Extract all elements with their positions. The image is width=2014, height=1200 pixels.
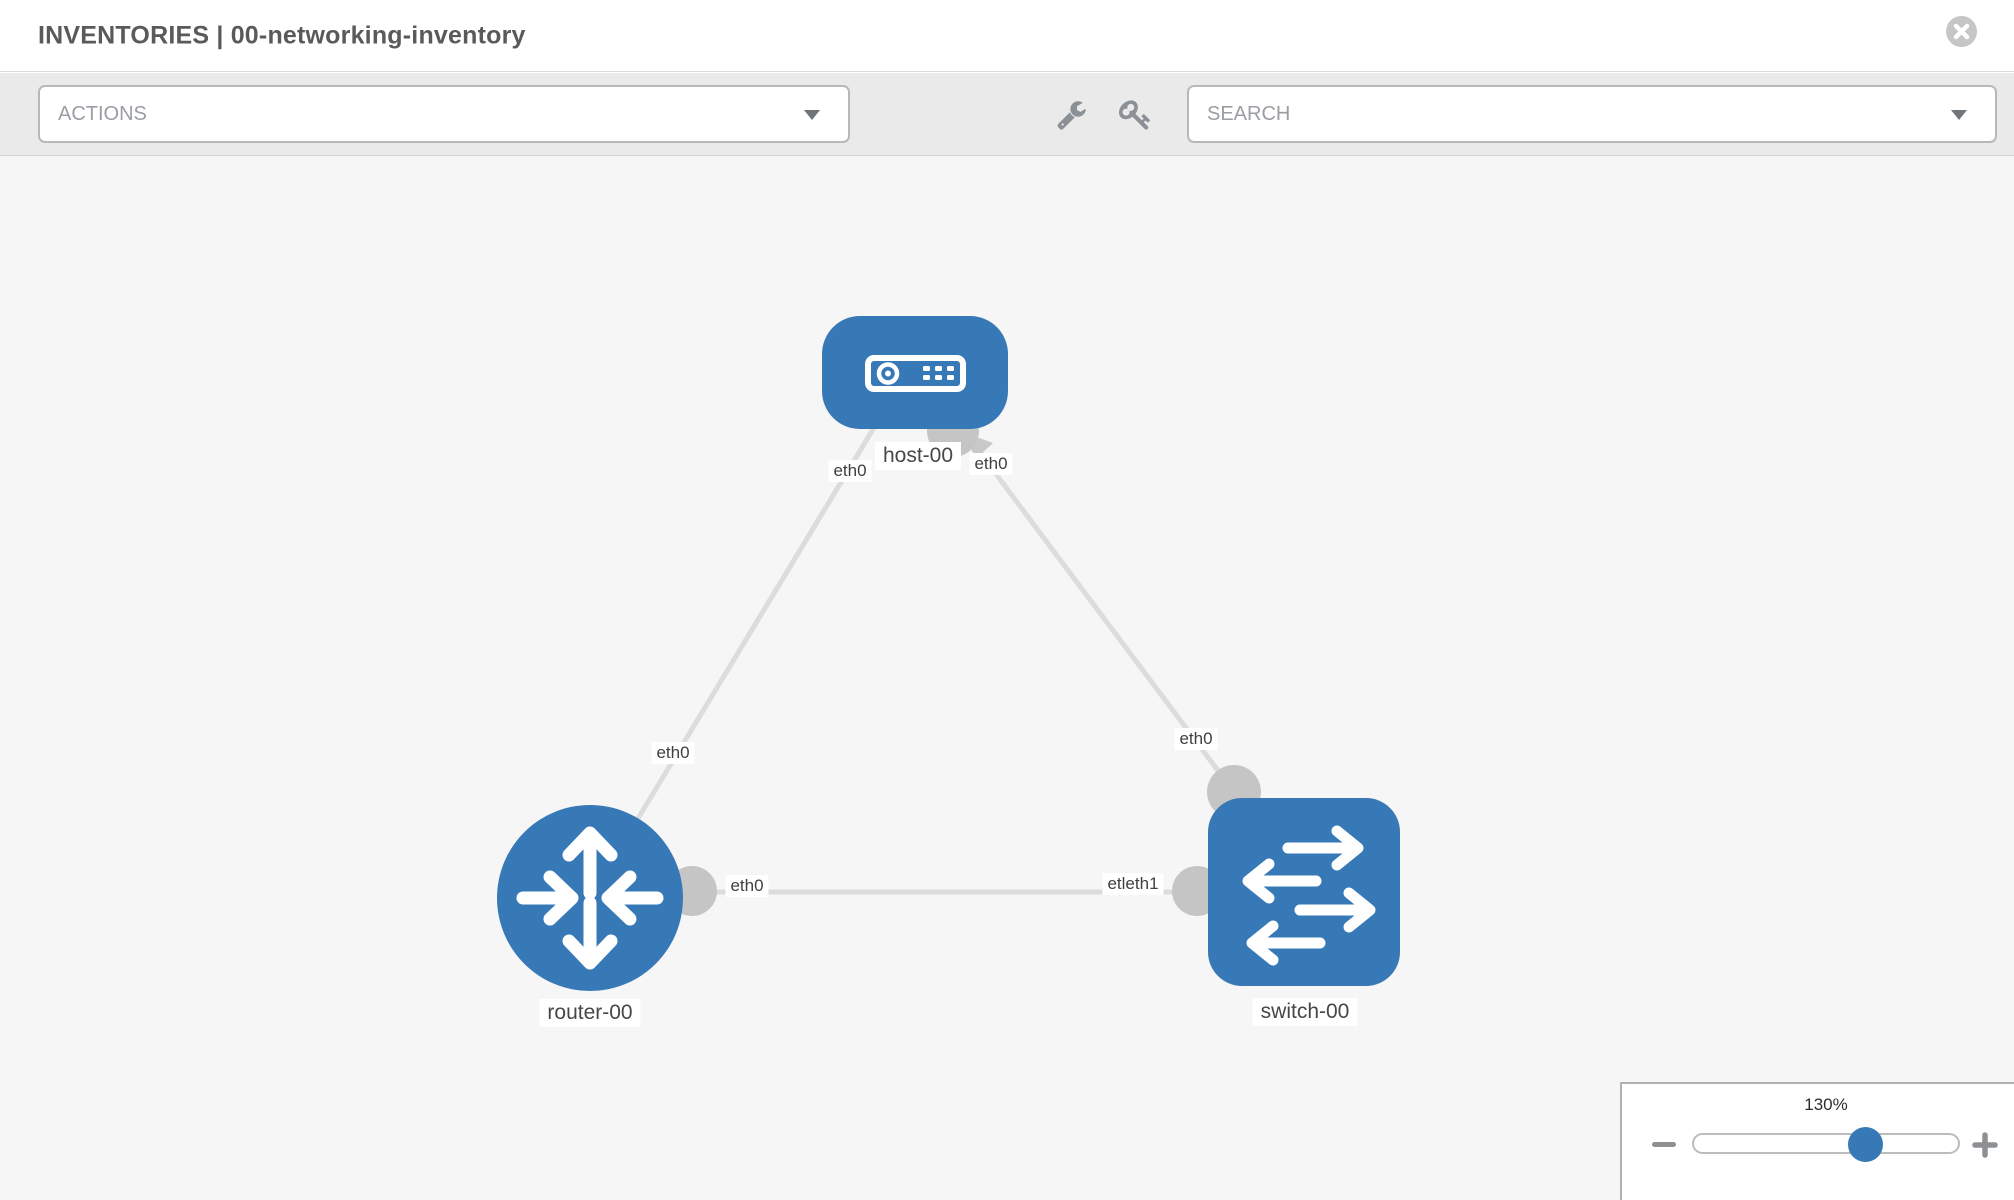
iface-label-router-right: eth0 bbox=[725, 875, 769, 897]
page-title: INVENTORIES | 00-networking-inventory bbox=[38, 21, 526, 49]
zoom-control-panel: 130% bbox=[1620, 1082, 2014, 1200]
key-icon[interactable] bbox=[1119, 98, 1152, 131]
node-router-00[interactable] bbox=[497, 805, 683, 991]
search-dropdown[interactable]: SEARCH bbox=[1187, 85, 1997, 143]
search-dropdown-label: SEARCH bbox=[1207, 102, 1291, 125]
close-button[interactable] bbox=[1946, 16, 1977, 47]
actions-dropdown-label: ACTIONS bbox=[58, 102, 147, 125]
node-label-router: router-00 bbox=[539, 999, 641, 1027]
topology-canvas[interactable]: host-00 router-00 switch-00 eth0 eth0 et… bbox=[0, 156, 2014, 1200]
router-icon bbox=[516, 826, 664, 970]
wrench-icon[interactable] bbox=[1056, 99, 1087, 130]
node-host-00[interactable] bbox=[822, 316, 1008, 429]
close-icon bbox=[1953, 23, 1970, 40]
iface-label-host-router-mid: eth0 bbox=[651, 742, 695, 764]
zoom-in-button[interactable] bbox=[1972, 1132, 1998, 1158]
zoom-slider-track[interactable] bbox=[1692, 1133, 1960, 1154]
iface-label-host-right: eth0 bbox=[969, 453, 1013, 475]
zoom-out-button[interactable] bbox=[1652, 1142, 1676, 1147]
iface-label-host-left: eth0 bbox=[828, 460, 872, 482]
chevron-down-icon bbox=[1951, 110, 1967, 120]
toolbar-icon-group bbox=[1056, 73, 1152, 156]
breadcrumb-header: INVENTORIES | 00-networking-inventory bbox=[0, 0, 2014, 72]
switch-icon bbox=[1242, 825, 1376, 966]
links-layer bbox=[587, 424, 1237, 900]
host-icon bbox=[865, 355, 966, 392]
node-switch-00[interactable] bbox=[1208, 798, 1400, 986]
chevron-down-icon bbox=[804, 110, 820, 120]
zoom-slider-handle[interactable] bbox=[1848, 1127, 1883, 1162]
zoom-percentage: 130% bbox=[1804, 1095, 1848, 1114]
actions-dropdown[interactable]: ACTIONS bbox=[38, 85, 850, 143]
iface-label-switch-left: etleth1 bbox=[1102, 873, 1164, 895]
node-label-switch: switch-00 bbox=[1252, 998, 1358, 1026]
node-label-host: host-00 bbox=[874, 442, 962, 470]
toolbar: ACTIONS SEARCH bbox=[0, 73, 2014, 156]
iface-label-switch-top: eth0 bbox=[1174, 728, 1218, 750]
